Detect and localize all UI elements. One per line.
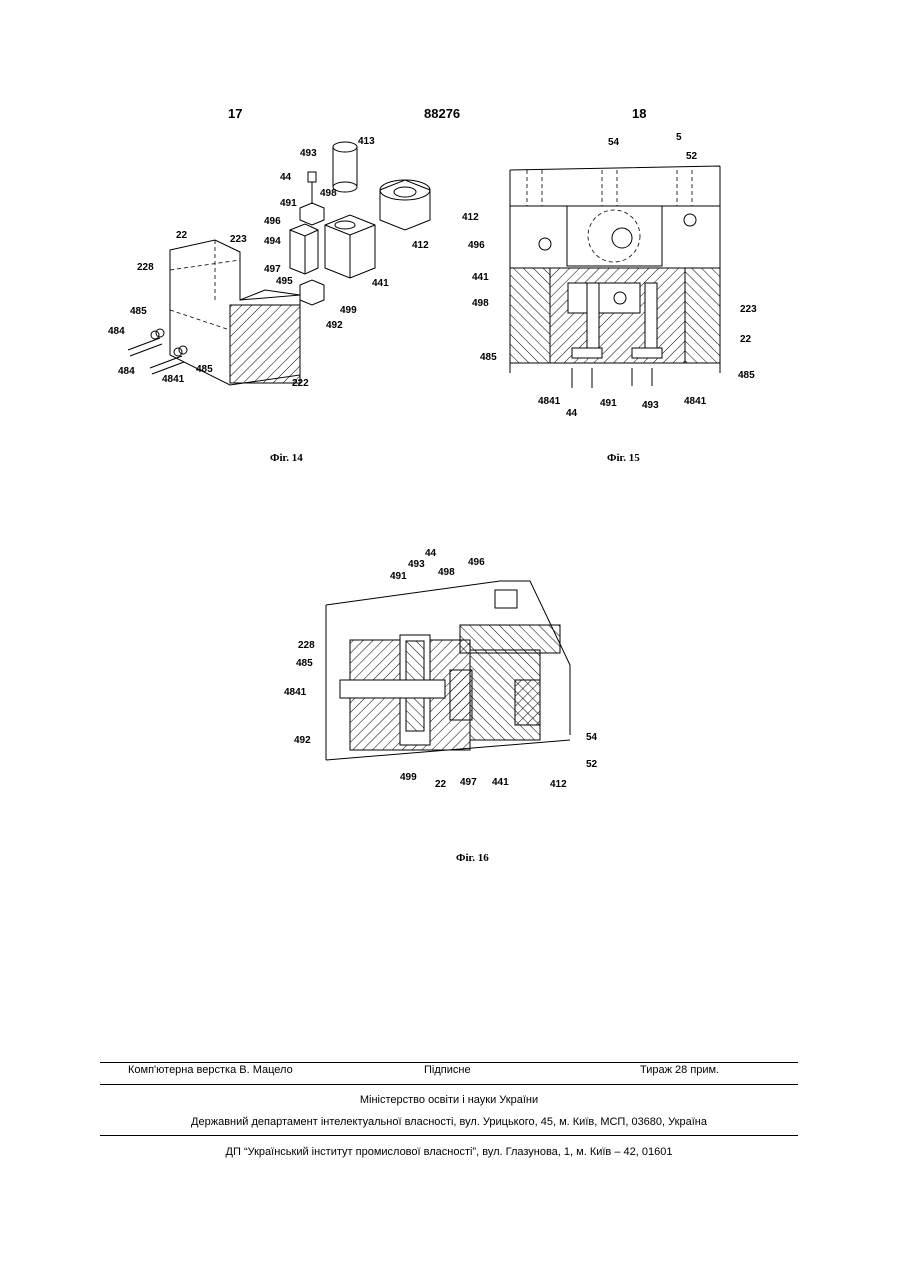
figure-14-drawing: 413 493 44 491 498 22 223 496 494 412 22… [100,130,440,400]
imprint-signed: Підписне [424,1064,471,1076]
reference-numeral-label: 484 [108,326,125,337]
reference-numeral-label: 494 [264,236,281,247]
reference-numeral-label: 5 [676,132,682,143]
reference-numeral-label: 223 [230,234,247,245]
reference-numeral-label: 44 [280,172,292,183]
reference-numeral-label: 492 [326,320,343,331]
reference-numeral-label: 499 [400,772,417,783]
reference-numeral-label: 413 [358,136,375,147]
reference-numeral-label: 22 [176,230,188,241]
figure-16-caption: Фіг. 16 [456,852,489,864]
imprint-top-rule [100,1062,798,1063]
imprint-typesetting: Комп'ютерна верстка В. Мацело [128,1064,293,1076]
reference-numeral-label: 485 [196,364,213,375]
reference-numeral-label: 493 [300,148,317,159]
reference-numeral-label: 52 [686,151,698,162]
reference-numeral-label: 441 [372,278,389,289]
right-page-number: 18 [632,106,646,121]
reference-numeral-label: 22 [435,779,447,790]
figure-15-drawing: 54 5 52 412 496 441 498 223 22 485 485 4… [462,128,802,418]
reference-numeral-label: 498 [472,298,489,309]
reference-numeral-label: 228 [298,640,315,651]
reference-numeral-label: 441 [472,272,489,283]
reference-numeral-label: 493 [642,400,659,411]
reference-numeral-label: 498 [438,567,455,578]
reference-numeral-label: 228 [137,262,154,273]
imprint-department: Державний департамент інтелектуальної вл… [100,1116,798,1128]
reference-numeral-label: 412 [412,240,429,251]
reference-numeral-label: 492 [294,735,311,746]
reference-numeral-label: 491 [280,198,297,209]
reference-numeral-label: 52 [586,759,598,770]
imprint-mid-rule [100,1084,798,1085]
reference-numeral-label: 496 [264,216,281,227]
figure-16-drawing: 44 493 491 498 496 228 485 4841 492 54 5… [280,545,610,795]
reference-numeral-label: 499 [340,305,357,316]
figure-14-caption: Фіг. 14 [270,452,303,464]
reference-numeral-label: 441 [492,777,509,788]
reference-numeral-label: 222 [292,378,309,389]
reference-numeral-label: 412 [462,212,479,223]
reference-numeral-label: 22 [740,334,752,345]
imprint-ministry: Міністерство освіти і науки України [100,1094,798,1106]
reference-numeral-label: 491 [390,571,407,582]
reference-numeral-label: 497 [460,777,477,788]
reference-numeral-label: 4841 [684,396,707,407]
reference-numeral-label: 484 [118,366,135,377]
reference-numeral-label: 485 [296,658,313,669]
reference-numeral-label: 44 [425,548,437,559]
reference-numeral-label: 485 [738,370,755,381]
reference-numeral-label: 54 [586,732,598,743]
reference-numeral-label: 4841 [162,374,185,385]
reference-numeral-label: 223 [740,304,757,315]
reference-numeral-label: 496 [468,557,485,568]
imprint-lower-rule [100,1135,798,1136]
reference-numeral-label: 485 [480,352,497,363]
reference-numeral-label: 44 [566,408,578,419]
reference-numeral-label: 485 [130,306,147,317]
reference-numeral-label: 497 [264,264,281,275]
reference-numeral-label: 54 [608,137,620,148]
imprint-circulation: Тираж 28 прим. [640,1064,719,1076]
patent-number: 88276 [424,106,460,121]
imprint-institute: ДП “Український інститут промислової вла… [100,1146,798,1158]
reference-numeral-label: 4841 [284,687,307,698]
reference-numeral-label: 4841 [538,396,561,407]
left-page-number: 17 [228,106,242,121]
reference-numeral-label: 493 [408,559,425,570]
reference-numeral-label: 495 [276,276,293,287]
reference-numeral-label: 412 [550,779,567,790]
reference-numeral-label: 491 [600,398,617,409]
reference-numeral-label: 498 [320,188,337,199]
reference-numeral-label: 496 [468,240,485,251]
figure-15-caption: Фіг. 15 [607,452,640,464]
